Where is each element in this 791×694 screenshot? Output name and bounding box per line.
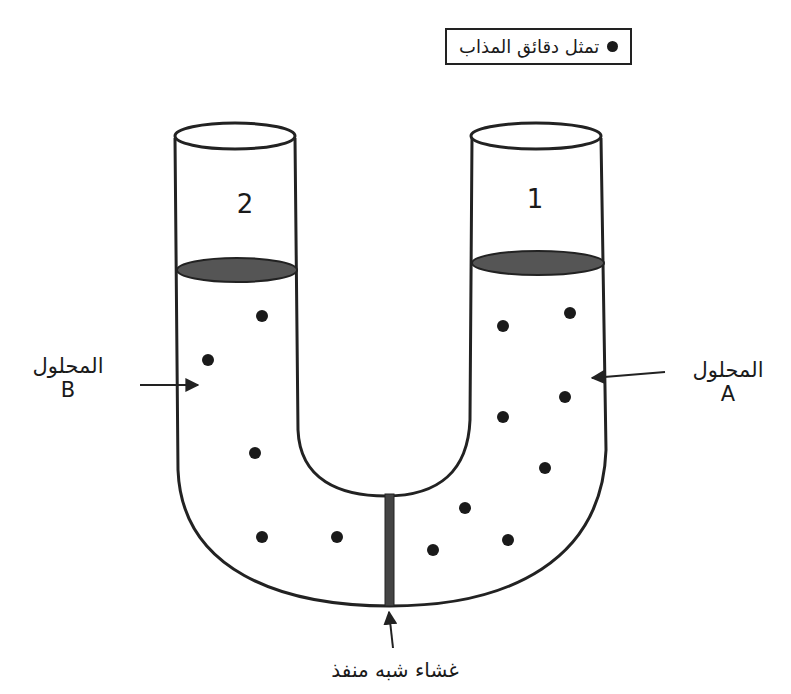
tube-arm-number: 1 xyxy=(527,185,544,215)
solution-label: المحلول A xyxy=(693,358,764,406)
legend-dot xyxy=(607,41,618,52)
membrane-label: غشاء شبه منفذ xyxy=(331,659,458,682)
tube-arm-number: 2 xyxy=(237,190,254,220)
legend-box: تمثل دقائق المذاب xyxy=(445,28,632,65)
legend-text: تمثل دقائق المذاب xyxy=(459,36,599,57)
solution-label: المحلول B xyxy=(33,354,104,402)
